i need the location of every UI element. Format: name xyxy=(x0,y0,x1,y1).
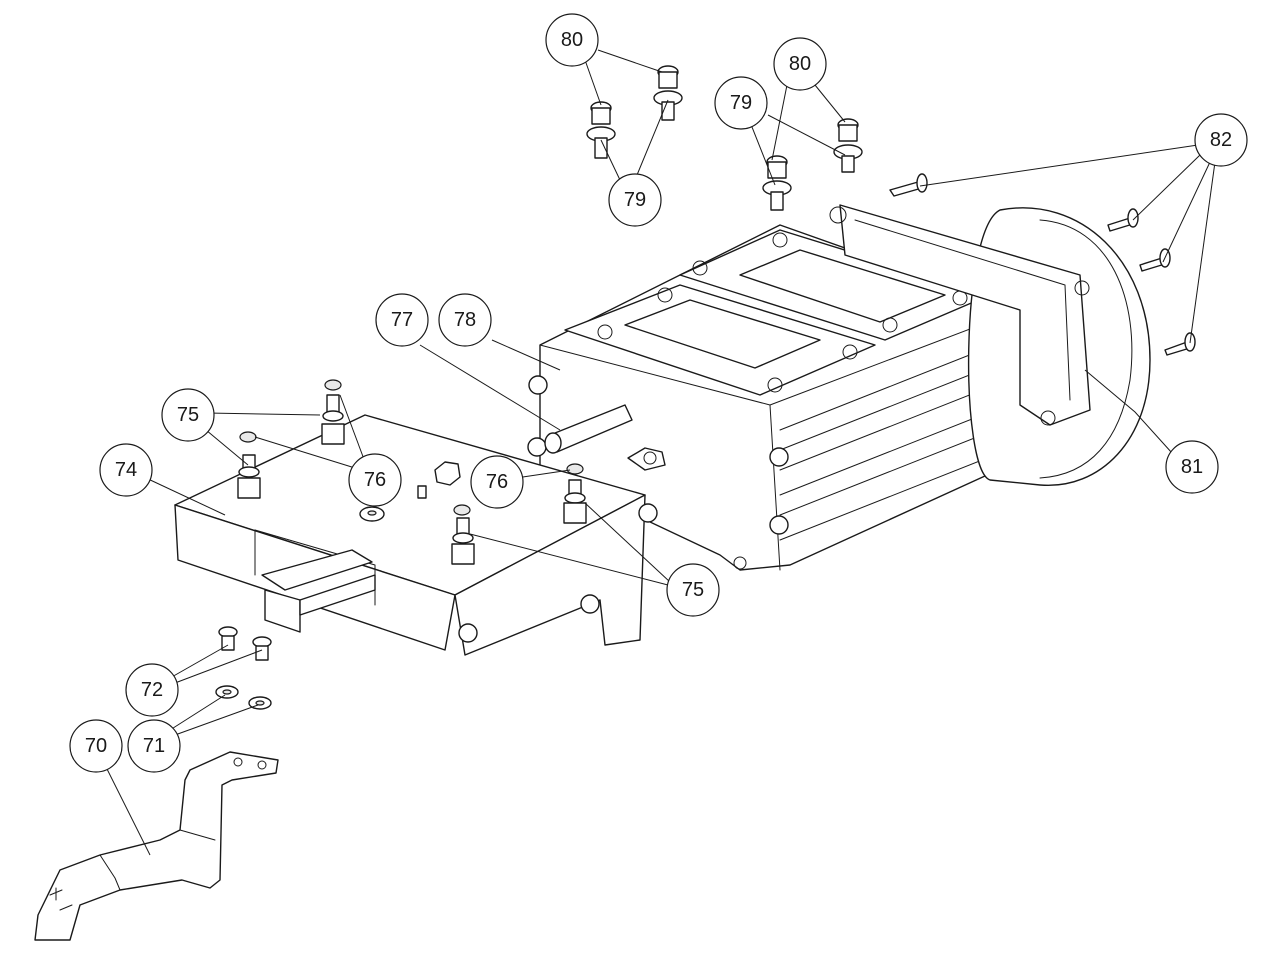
callout-78: 78 xyxy=(438,293,492,347)
callout-76-right: 76 xyxy=(470,455,524,509)
callout-label: 75 xyxy=(177,404,199,426)
callout-label: 72 xyxy=(141,679,163,701)
callout-label: 80 xyxy=(789,53,811,75)
callout-75-upper: 75 xyxy=(161,388,215,442)
callout-75-lower: 75 xyxy=(666,563,720,617)
flange-adapter xyxy=(829,204,1151,486)
callout-76-left: 76 xyxy=(348,453,402,507)
callout-74: 74 xyxy=(99,443,153,497)
callout-label: 82 xyxy=(1210,129,1232,151)
callout-label: 75 xyxy=(682,579,704,601)
callout-72: 72 xyxy=(125,663,179,717)
stud-assembly xyxy=(451,504,475,565)
callout-70: 70 xyxy=(69,719,123,773)
studs-and-nuts xyxy=(237,379,587,565)
callout-81: 81 xyxy=(1165,440,1219,494)
callout-label: 79 xyxy=(730,92,752,114)
small-fasteners xyxy=(215,626,272,710)
stud-assembly xyxy=(563,463,587,524)
pin-and-plug xyxy=(544,404,666,471)
housing-body xyxy=(527,224,1030,571)
callout-80-top-left: 80 xyxy=(545,13,599,67)
stud-assembly xyxy=(237,431,261,499)
callout-label: 77 xyxy=(391,309,413,331)
callout-82: 82 xyxy=(1194,113,1248,167)
callout-label: 74 xyxy=(115,459,137,481)
callout-79-right: 79 xyxy=(714,76,768,130)
callout-label: 81 xyxy=(1181,456,1203,478)
stud-assembly xyxy=(321,379,345,445)
callout-label: 71 xyxy=(143,735,165,757)
callout-label: 70 xyxy=(85,735,107,757)
callout-80-top-right: 80 xyxy=(773,37,827,91)
callout-label: 78 xyxy=(454,309,476,331)
callout-77: 77 xyxy=(375,293,429,347)
callout-71: 71 xyxy=(127,719,181,773)
callout-label: 76 xyxy=(486,471,508,493)
callout-label: 76 xyxy=(364,469,386,491)
callout-label: 80 xyxy=(561,29,583,51)
top-screws xyxy=(586,65,863,211)
callout-79-left: 79 xyxy=(608,173,662,227)
lever xyxy=(34,751,279,941)
latch-bracket xyxy=(261,549,376,633)
callout-label: 79 xyxy=(624,189,646,211)
